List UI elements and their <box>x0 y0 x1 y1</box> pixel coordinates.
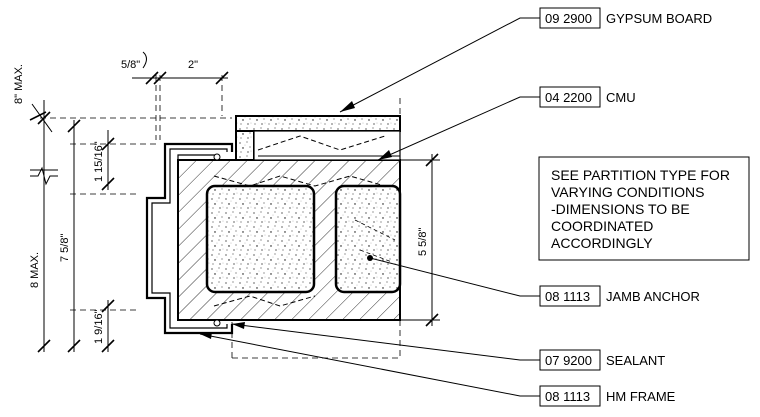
dim-8-max-top: 8" MAX. <box>13 64 25 104</box>
callout-text: HM FRAME <box>606 389 676 404</box>
dim-2: 2" <box>188 59 198 71</box>
dim-7-5-8: 7 5/8" <box>59 234 71 262</box>
partition-note: SEE PARTITION TYPE FOR VARYING CONDITION… <box>538 156 750 261</box>
callout-jamb-anchor: 08 1113 JAMB ANCHOR <box>539 285 700 307</box>
gypsum-board <box>235 115 401 161</box>
note-line: ACCORDINGLY <box>551 235 653 251</box>
jamb-anchor-lines <box>213 175 386 307</box>
dimension-labels: 5/8" 2" 8" MAX. 1 15/16" 7 5/8" 8 MAX. 1… <box>13 59 429 344</box>
leader-lines <box>199 17 540 397</box>
note-line: -DIMENSIONS TO BE <box>551 201 690 217</box>
dim-5-5-8: 5 5/8" <box>417 228 429 256</box>
note-line: VARYING CONDITIONS <box>551 184 705 200</box>
callout-text: JAMB ANCHOR <box>606 289 700 304</box>
callout-code: 07 9200 <box>545 353 592 368</box>
callout-code: 09 2900 <box>545 11 592 26</box>
callout-sealant: 07 9200 SEALANT <box>539 349 665 371</box>
callout-code: 08 1113 <box>545 289 590 304</box>
callout-text: SEALANT <box>606 353 665 368</box>
callout-code: 04 2200 <box>545 90 592 105</box>
dim-5-8: 5/8" <box>121 59 140 71</box>
callout-code: 08 1113 <box>545 389 590 404</box>
callout-text: CMU <box>606 90 636 105</box>
leader-arrows <box>200 101 392 339</box>
dim-1-9-16: 1 9/16" <box>93 309 105 344</box>
cmu-core-left <box>205 184 316 294</box>
hm-frame <box>145 142 234 335</box>
dim-8-max: 8 MAX. <box>29 252 41 288</box>
callout-gypsum-board: 09 2900 GYPSUM BOARD <box>539 7 712 29</box>
dimension-lines <box>29 51 440 353</box>
note-line: COORDINATED <box>551 218 653 234</box>
callout-text: GYPSUM BOARD <box>606 11 712 26</box>
callout-hm-frame: 08 1113 HM FRAME <box>539 385 676 407</box>
dim-1-15-16: 1 15/16" <box>93 141 105 182</box>
cmu-core-right <box>334 184 402 294</box>
cmu-block <box>177 159 402 321</box>
note-line: SEE PARTITION TYPE FOR <box>551 167 730 183</box>
callout-cmu: 04 2200 CMU <box>539 86 636 108</box>
